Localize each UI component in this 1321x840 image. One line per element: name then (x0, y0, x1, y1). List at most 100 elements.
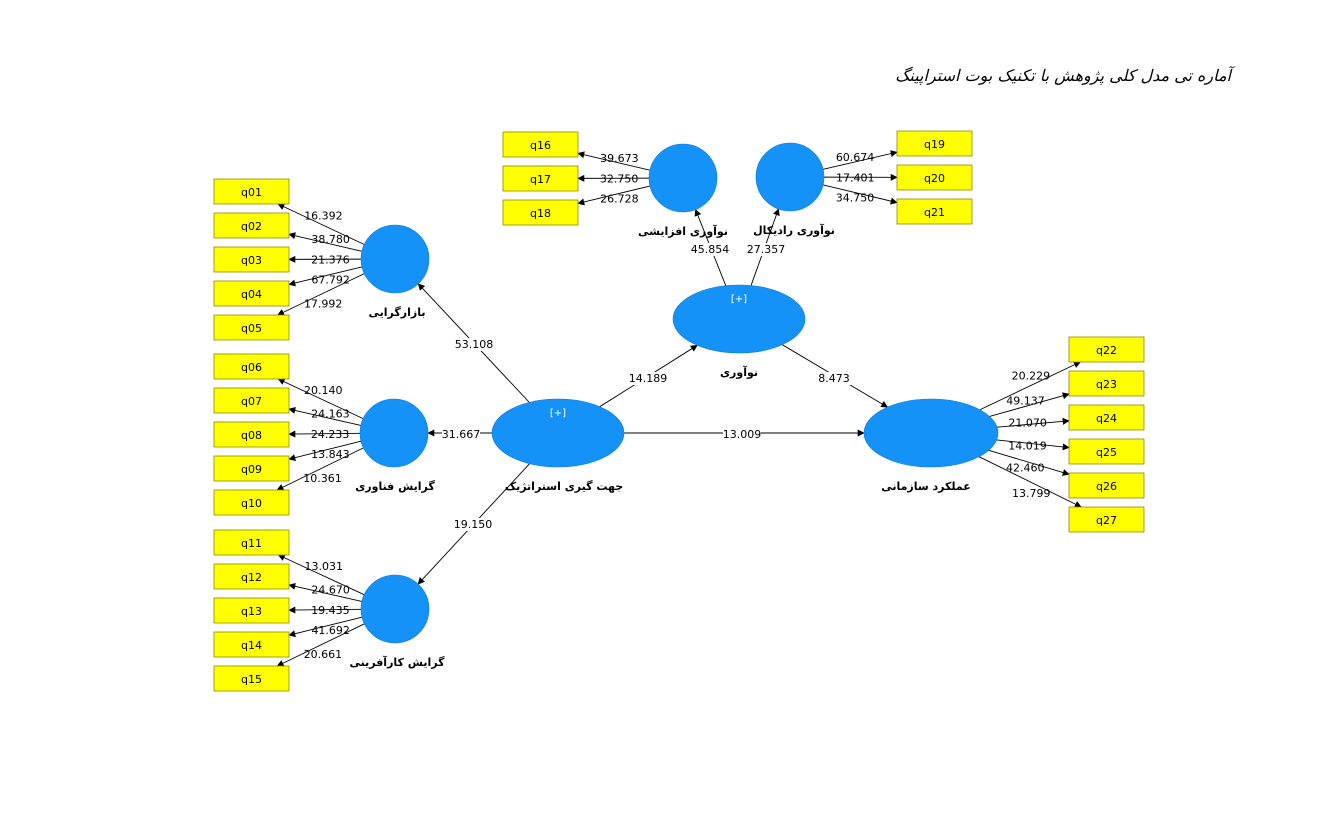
indicator-q12: q12 (213, 563, 290, 590)
loading-value-q06: 20.140 (304, 384, 343, 397)
loading-value-q11: 13.031 (304, 560, 343, 573)
loading-edge-q19 (823, 150, 898, 170)
indicator-label: q16 (530, 139, 551, 152)
loading-value-q17: 32.750 (600, 172, 639, 185)
loading-edge-q04 (288, 266, 363, 287)
path-value-bg (691, 243, 729, 256)
loading-value-q20: 17.401 (836, 171, 875, 184)
indicator-label: q11 (241, 537, 262, 550)
latent-label-incremental: نوآوری افزایشی (638, 224, 728, 238)
indicator-q14: q14 (213, 631, 290, 658)
latent-entrepreneurial (360, 574, 430, 644)
path-value-strategic-entrepreneurial: 19.150 (454, 518, 493, 531)
latent-ellipse (360, 574, 430, 644)
loading-edge-q18 (577, 185, 651, 206)
path-value-innovation-performance: 8.473 (818, 372, 850, 385)
loading-value-q12: 24.670 (311, 584, 350, 597)
loading-edge-q11 (277, 554, 365, 596)
indicator-q19: q19 (896, 130, 973, 157)
indicator-box (1068, 336, 1145, 363)
indicator-label: q26 (1096, 480, 1117, 493)
indicator-q24: q24 (1068, 404, 1145, 431)
loading-edge-q05 (277, 273, 365, 316)
indicator-q10: q10 (213, 489, 290, 516)
indicator-box (1068, 370, 1145, 397)
path-value-strategic-innovation: 14.189 (629, 372, 668, 385)
latent-strategic: [+] (491, 398, 625, 468)
loading-edge-q10 (276, 447, 364, 491)
indicator-label: q07 (241, 395, 262, 408)
loading-value-q27: 13.799 (1012, 487, 1051, 500)
loading-edge-q06 (277, 378, 364, 420)
indicator-label: q02 (241, 220, 262, 233)
loading-value-q22: 20.229 (1012, 369, 1051, 382)
indicator-box (1068, 506, 1145, 533)
indicator-q21: q21 (896, 198, 973, 225)
indicator-box (896, 130, 973, 157)
indicator-box (1068, 472, 1145, 499)
indicator-box (502, 165, 579, 192)
indicator-q13: q13 (213, 597, 290, 624)
indicator-q01: q01 (213, 178, 290, 205)
indicator-label: q09 (241, 463, 262, 476)
latent-ellipse (360, 224, 430, 294)
indicator-q09: q09 (213, 455, 290, 482)
loading-value-q04: 67.792 (311, 274, 350, 287)
indicator-box (213, 597, 290, 624)
path-value-bg (455, 338, 493, 351)
loading-value-q07: 24.163 (311, 408, 350, 421)
path-value-bg (747, 243, 785, 256)
latent-ellipse (359, 398, 429, 468)
expand-marker: [+] (731, 294, 747, 305)
indicator-q25: q25 (1068, 438, 1145, 465)
loading-edge-q09 (288, 440, 362, 462)
diagram-title: آماره تی مدل کلی پژوهش با تکنیک بوت استر… (895, 66, 1231, 85)
path-value-innovation-incremental: 45.854 (691, 243, 730, 256)
latent-label-strategic: جهت گیری استراتژیک (505, 480, 623, 493)
indicator-q23: q23 (1068, 370, 1145, 397)
latent-innovation: [+] (672, 284, 806, 354)
latent-performance (863, 398, 999, 468)
loading-value-q14: 41.692 (311, 624, 350, 637)
indicator-label: q25 (1096, 446, 1117, 459)
loading-edge-q13 (288, 606, 362, 614)
indicator-q16: q16 (502, 131, 579, 158)
loading-value-q13: 19.435 (311, 604, 350, 617)
loading-value-q10: 10.361 (303, 472, 342, 485)
indicator-label: q24 (1096, 412, 1117, 425)
latent-label-performance: عملکرد سازمانی (881, 480, 971, 493)
indicator-label: q19 (924, 138, 945, 151)
indicator-label: q22 (1096, 344, 1117, 357)
indicator-box (896, 164, 973, 191)
loading-edge-q02 (288, 232, 362, 252)
loading-value-q24: 21.070 (1008, 417, 1047, 430)
indicator-label: q04 (241, 288, 262, 301)
indicator-box (213, 280, 290, 307)
latent-ellipse (672, 284, 806, 354)
indicator-box (213, 631, 290, 658)
latent-incremental (648, 143, 718, 213)
path-value-bg (815, 372, 853, 385)
latent-ellipse (648, 143, 718, 213)
loading-value-q03: 21.376 (311, 253, 350, 266)
indicator-q15: q15 (213, 665, 290, 692)
loading-edge-q24 (996, 417, 1070, 428)
loading-edge-q16 (577, 151, 651, 171)
loading-value-q23: 49.137 (1006, 394, 1045, 407)
path-value-bg (442, 428, 480, 441)
indicator-label: q05 (241, 322, 262, 335)
indicator-q17: q17 (502, 165, 579, 192)
loading-value-q01: 16.392 (304, 209, 343, 222)
indicator-box (213, 353, 290, 380)
indicator-label: q14 (241, 639, 262, 652)
latent-ellipse (491, 398, 625, 468)
indicator-box (213, 489, 290, 516)
expand-marker: [+] (550, 408, 566, 419)
indicator-label: q23 (1096, 378, 1117, 391)
loading-value-q18: 26.728 (600, 193, 639, 206)
indicator-q04: q04 (213, 280, 290, 307)
latent-label-marketing: بازارگرایی (369, 306, 426, 319)
indicator-label: q03 (241, 254, 262, 267)
loading-edge-q25 (996, 439, 1070, 451)
